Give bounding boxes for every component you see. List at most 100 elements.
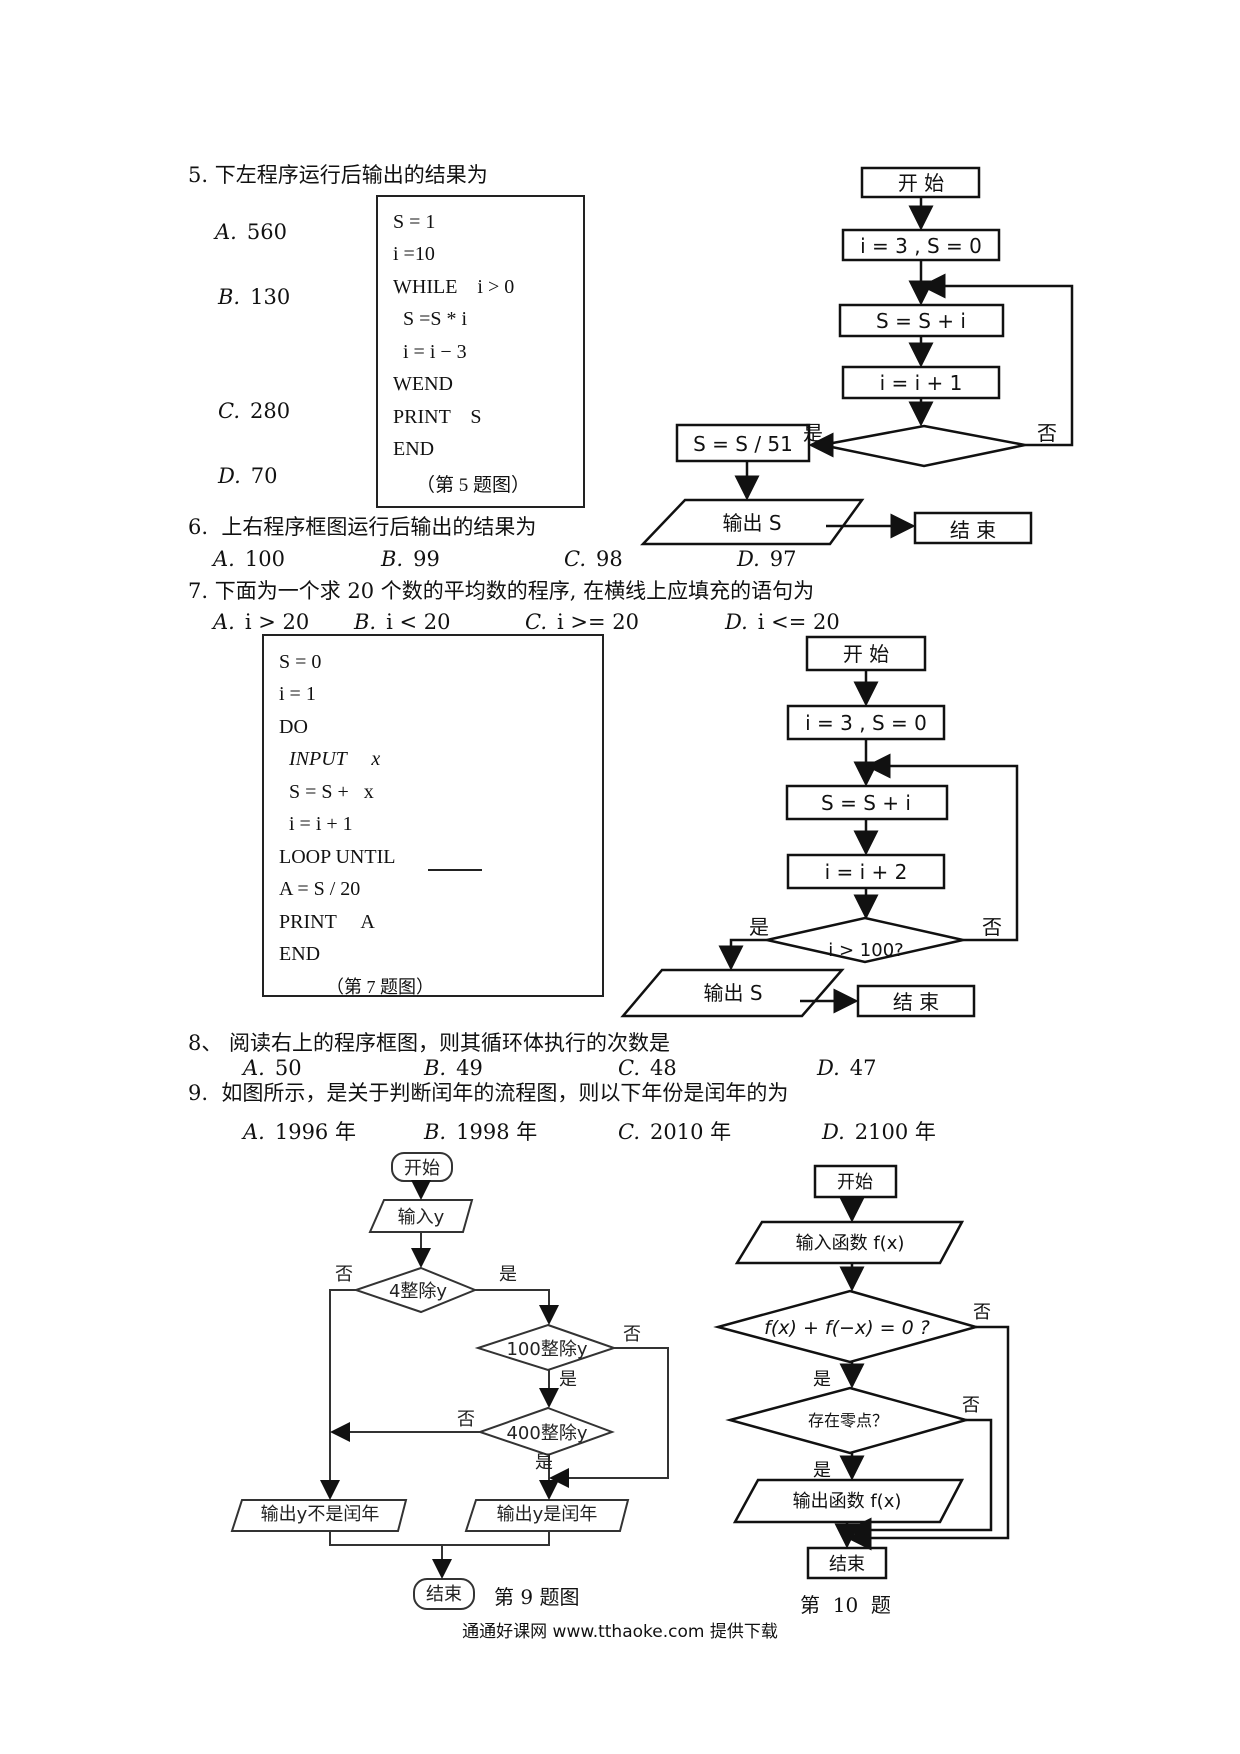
flow8-decision — [766, 916, 964, 964]
flow6-inc-label: i = i + 1 — [880, 371, 963, 395]
flow6-output-box — [640, 498, 865, 546]
code-line: INPUT x — [279, 748, 381, 770]
flow9-yes-label: 是 — [499, 1264, 517, 1285]
flow10-no-label: 否 — [962, 1395, 980, 1416]
flow8-init-label: i = 3 , S = 0 — [805, 711, 927, 735]
flow6-yes-label: 是 — [803, 421, 823, 445]
flow10-start-box — [813, 1164, 898, 1199]
flow9-decision-1 — [352, 1266, 478, 1314]
flow10-yes-label: 是 — [813, 1369, 831, 1390]
q7-option-d: D.i <= 20 — [725, 610, 840, 634]
flow8-yes-label: 是 — [749, 915, 769, 939]
flow6-output-label: 输出 S — [722, 511, 781, 535]
flow6-div-label: S = S / 51 — [693, 432, 793, 456]
flow9-output-no-box — [230, 1499, 408, 1532]
q8-question: 8、 阅读右上的程序框图，则其循环体执行的次数是 — [188, 1031, 671, 1055]
code-caption: （第 5 题图） — [416, 475, 531, 496]
q9-option-c: C.2010 年 — [618, 1120, 732, 1144]
code-line: A = S / 20 — [279, 878, 361, 900]
q8-option-c: C.48 — [618, 1056, 677, 1080]
q5-option-b: B.130 — [218, 285, 291, 309]
flow9-input-label: 输入y — [398, 1207, 445, 1228]
flow6-no-label: 否 — [1037, 421, 1057, 445]
flow10-output-label: 输出函数 f(x) — [793, 1491, 902, 1512]
q6-option-c: C.98 — [564, 547, 623, 571]
flow9-no-label: 否 — [335, 1264, 353, 1285]
code-line: S = S + x — [279, 781, 374, 803]
flow9-d2-label: 100整除y — [506, 1339, 587, 1360]
flow6-start-label: 开 始 — [898, 171, 944, 195]
page-footer: 通通好课网 www.tthaoke.com 提供下载 — [462, 1622, 778, 1642]
flow10-input-label: 输入函数 f(x) — [796, 1233, 905, 1254]
flow9-d3-label: 400整除y — [506, 1423, 587, 1444]
q5-question: 5. 下左程序运行后输出的结果为 — [188, 163, 488, 187]
flow6-decision — [821, 424, 1026, 468]
q7-code-box: S = 0 i = 1 DO INPUT x S = S + x i = i +… — [262, 634, 604, 997]
q5-option-c: C.280 — [218, 399, 291, 423]
code-line: END — [393, 438, 435, 460]
flow6-init-label: i = 3 , S = 0 — [860, 234, 982, 258]
q10-caption: 第 10 题 — [800, 1593, 891, 1617]
code-line: END — [279, 943, 321, 965]
flow10-decision-1 — [713, 1289, 981, 1364]
q9-caption: 第 9 题图 — [494, 1585, 580, 1609]
q8-option-d: D.47 — [817, 1056, 877, 1080]
code-line: WHILE i > 0 — [393, 276, 515, 298]
flow8-output-label: 输出 S — [703, 981, 762, 1005]
code-line: i = i − 3 — [393, 341, 467, 363]
flow9-output-yes-label: 输出y是闰年 — [497, 1504, 598, 1525]
flow10-yes-label: 是 — [813, 1460, 831, 1481]
q7-option-a: A.i > 20 — [213, 610, 310, 634]
q7-option-c: C.i >= 20 — [525, 610, 639, 634]
fill-in-blank — [428, 869, 482, 871]
flow9-input-box — [368, 1199, 474, 1233]
flow8-end-label: 结 束 — [893, 990, 939, 1014]
code-line: LOOP UNTIL — [279, 846, 396, 868]
q8-option-b: B.49 — [424, 1056, 483, 1080]
flow9-d1-label: 4整除y — [389, 1281, 447, 1302]
code-line: WEND — [393, 373, 453, 395]
flow9-yes-label: 是 — [535, 1452, 553, 1473]
q5-option-d: D.70 — [218, 464, 278, 488]
code-line: PRINT A — [279, 911, 375, 933]
code-line: PRINT S — [393, 406, 482, 428]
flow10-start-label: 开始 — [837, 1172, 873, 1193]
code-line: S = 1 — [393, 211, 436, 233]
flow10-no-label: 否 — [973, 1302, 991, 1323]
flow9-output-yes-box — [464, 1499, 630, 1532]
flow9-no-label: 否 — [457, 1409, 475, 1430]
flow8-start-label: 开 始 — [843, 642, 889, 666]
code-line: S =S * i — [393, 308, 468, 330]
flow10-input-box — [734, 1220, 965, 1265]
q6-option-b: B.99 — [381, 547, 440, 571]
flow8-cond-label: i > 100? — [828, 940, 903, 961]
q9-question: 9. 如图所示，是关于判断闰年的流程图，则以下年份是闰年的为 — [188, 1081, 789, 1105]
q9-option-a: A.1996 年 — [243, 1120, 356, 1144]
q9-option-b: B.1998 年 — [424, 1120, 538, 1144]
flow10-d1-label: f(x) + f(−x) = 0 ? — [764, 1317, 930, 1339]
flow10-decision-2 — [725, 1386, 971, 1455]
code-line: S = 0 — [279, 651, 322, 673]
flow9-start-label: 开始 — [404, 1158, 440, 1179]
flow6-end-label: 结 束 — [950, 518, 996, 542]
q5-option-a: A.560 — [215, 220, 287, 244]
q8-option-a: A.50 — [243, 1056, 302, 1080]
flow8-output-box — [620, 968, 845, 1018]
flow10-output-box — [732, 1478, 965, 1524]
flow8-add-label: S = S + i — [821, 791, 911, 815]
q6-question: 6. 上右程序框图运行后输出的结果为 — [188, 515, 537, 539]
q6-option-d: D.97 — [737, 547, 797, 571]
q7-option-b: B.i < 20 — [354, 610, 451, 634]
flow9-no-label: 否 — [623, 1324, 641, 1345]
code-line: DO — [279, 716, 308, 738]
flow10-d2-label: 存在零点？ — [808, 1411, 888, 1430]
flow9-end-box — [413, 1578, 475, 1610]
flow6-add-label: S = S + i — [876, 309, 966, 333]
flow8-inc-label: i = i + 2 — [825, 860, 908, 884]
code-line: i = i + 1 — [279, 813, 353, 835]
code-caption: （第 7 题图） — [326, 977, 434, 997]
